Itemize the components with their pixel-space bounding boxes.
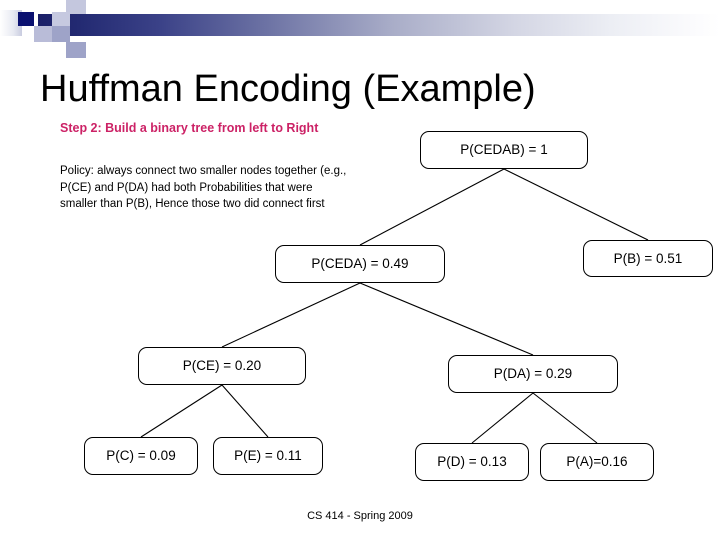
tree-node-ceda[interactable]: P(CEDA) = 0.49 xyxy=(275,245,445,283)
tree-node-a[interactable]: P(A)=0.16 xyxy=(540,443,654,481)
tree-node-e[interactable]: P(E) = 0.11 xyxy=(213,437,323,475)
decoration-square-1 xyxy=(0,10,22,36)
edge-da-d xyxy=(471,392,534,444)
header-decoration xyxy=(0,0,720,62)
decoration-square-5 xyxy=(34,26,52,42)
tree-node-b[interactable]: P(B) = 0.51 xyxy=(583,240,713,277)
tree-node-ce[interactable]: P(CE) = 0.20 xyxy=(138,347,306,385)
policy-description: Policy: always connect two smaller nodes… xyxy=(60,165,347,210)
decoration-square-2 xyxy=(34,0,52,14)
step-heading: Step 2: Build a binary tree from left to… xyxy=(60,121,319,135)
decoration-square-7 xyxy=(34,42,52,58)
tree-node-c[interactable]: P(C) = 0.09 xyxy=(84,437,198,475)
edge-ceda-ce xyxy=(221,282,361,348)
edge-cedab-b xyxy=(503,168,649,241)
decoration-square-3 xyxy=(66,0,86,14)
edge-ce-c xyxy=(140,384,223,438)
edge-ce-e xyxy=(221,384,269,438)
decoration-square-6 xyxy=(52,26,70,42)
tree-node-d[interactable]: P(D) = 0.13 xyxy=(415,443,529,481)
tree-node-cedab[interactable]: P(CEDAB) = 1 xyxy=(420,131,588,169)
slide-footer: CS 414 - Spring 2009 xyxy=(307,510,413,522)
decoration-square-accent xyxy=(18,12,34,26)
edge-da-a xyxy=(532,392,598,444)
decoration-square-8 xyxy=(52,42,70,58)
edge-ceda-da xyxy=(359,282,534,356)
tree-node-da[interactable]: P(DA) = 0.29 xyxy=(448,355,618,393)
decoration-square-9 xyxy=(66,42,86,58)
edge-cedab-ceda xyxy=(359,168,505,246)
gradient-bar xyxy=(38,14,720,36)
page-title: Huffman Encoding (Example) xyxy=(40,68,536,110)
decoration-square-4 xyxy=(52,12,70,26)
